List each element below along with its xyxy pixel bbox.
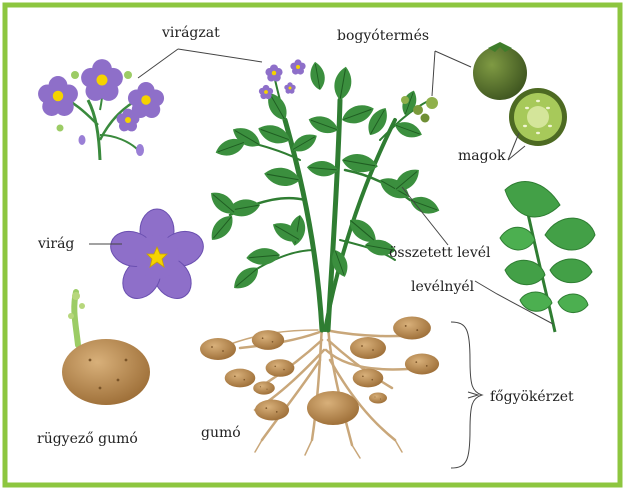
label-rugyezo-gumo: rügyező gumó xyxy=(37,432,138,446)
label-gumo: gumó xyxy=(201,426,241,440)
label-magok: magok xyxy=(458,149,506,163)
label-bogyotermes: bogyótermés xyxy=(337,29,429,43)
plant-stems xyxy=(230,75,430,330)
inflorescence-illustration xyxy=(38,59,164,160)
label-levelnyel: levélnyél xyxy=(411,280,474,294)
label-virag: virág xyxy=(38,237,74,251)
root-system-illustration xyxy=(220,325,420,458)
berry-fruit-illustration xyxy=(473,42,567,146)
sprouting-tuber-illustration xyxy=(62,292,150,405)
label-fogyokerzet: főgyökérzet xyxy=(490,390,574,404)
label-osszetett-level: összetett levél xyxy=(389,246,491,260)
label-viragzat: virágzat xyxy=(162,26,220,40)
compound-leaf-illustration xyxy=(500,182,595,332)
plant-flowers xyxy=(259,59,306,99)
flower-illustration xyxy=(106,209,208,306)
